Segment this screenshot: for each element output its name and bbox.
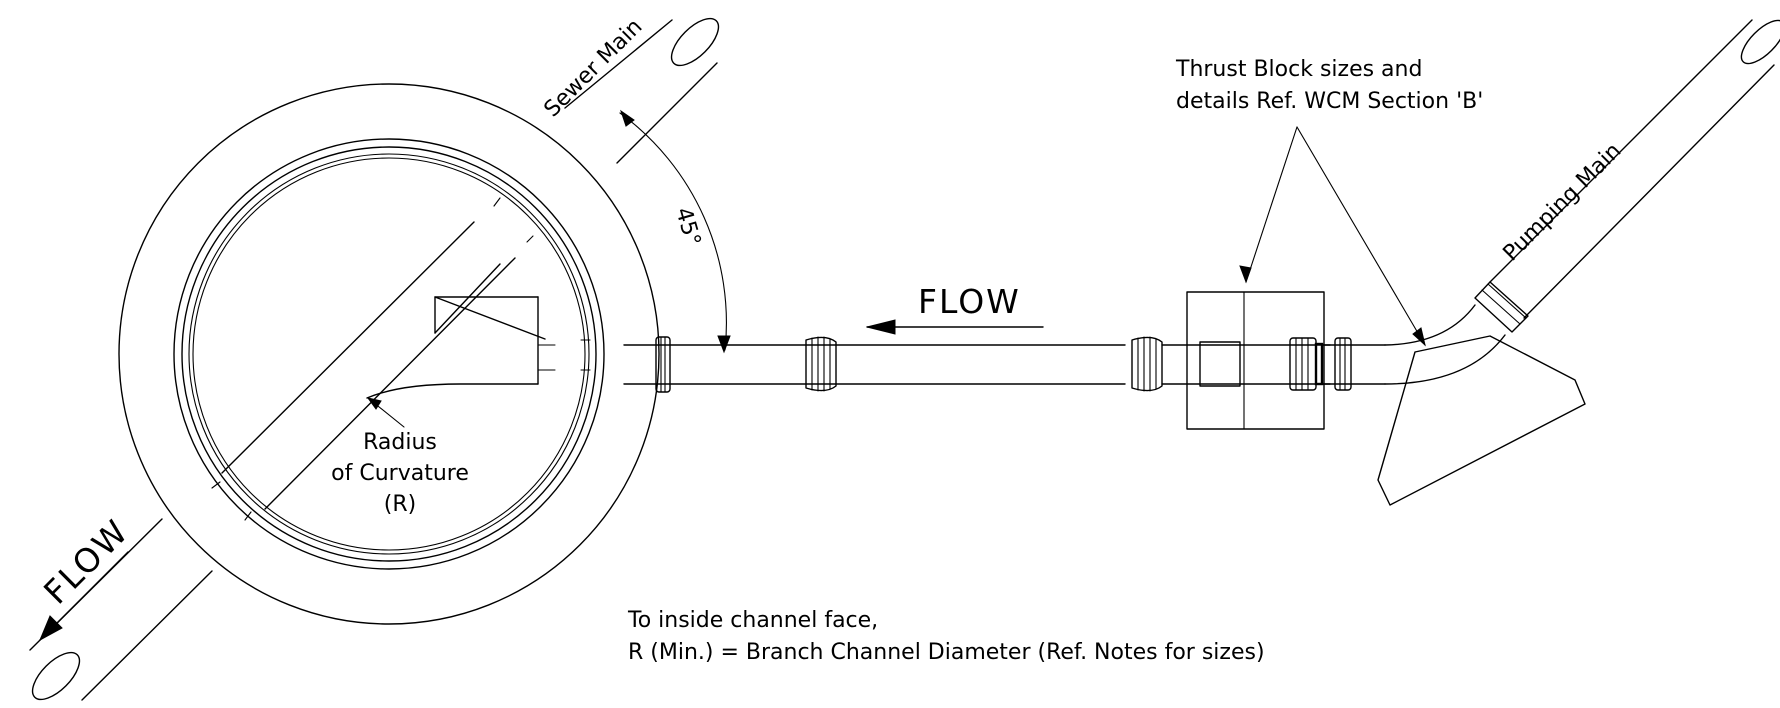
thrust-block-straight <box>1161 291 1331 430</box>
branch-pipe <box>623 336 1163 393</box>
angle-dimension <box>619 109 731 354</box>
branch-channel <box>366 263 556 399</box>
sewer-main-label: Sewer Main <box>540 14 648 122</box>
radius-note-line1: To inside channel face, <box>627 608 878 633</box>
pumping-main-label: Pumping Main <box>1499 138 1627 266</box>
radius-note-line2: R (Min.) = Branch Channel Diameter (Ref.… <box>628 640 1265 665</box>
flow-arrow-main <box>38 551 129 642</box>
angle-label: 45° <box>670 205 705 249</box>
radius-label-line3: (R) <box>384 492 416 517</box>
sewer-main-pipe <box>29 17 720 701</box>
manhole-structure <box>118 83 660 625</box>
radius-leader <box>366 397 405 428</box>
flow-label-branch: FLOW <box>918 282 1021 321</box>
thrust-block-note-line2: details Ref. WCM Section 'B' <box>1176 89 1483 114</box>
pumping-main-pipe <box>1321 19 1780 391</box>
radius-label-line1: Radius <box>363 430 437 455</box>
radius-label-line2: of Curvature <box>331 461 469 486</box>
flow-label-main: FLOW <box>36 511 136 611</box>
flow-arrow-branch <box>866 319 1044 335</box>
thrust-block-bend <box>1377 335 1586 506</box>
thrust-block-note-line1: Thrust Block sizes and <box>1175 57 1422 82</box>
thrust-block-leaders <box>1239 126 1426 347</box>
